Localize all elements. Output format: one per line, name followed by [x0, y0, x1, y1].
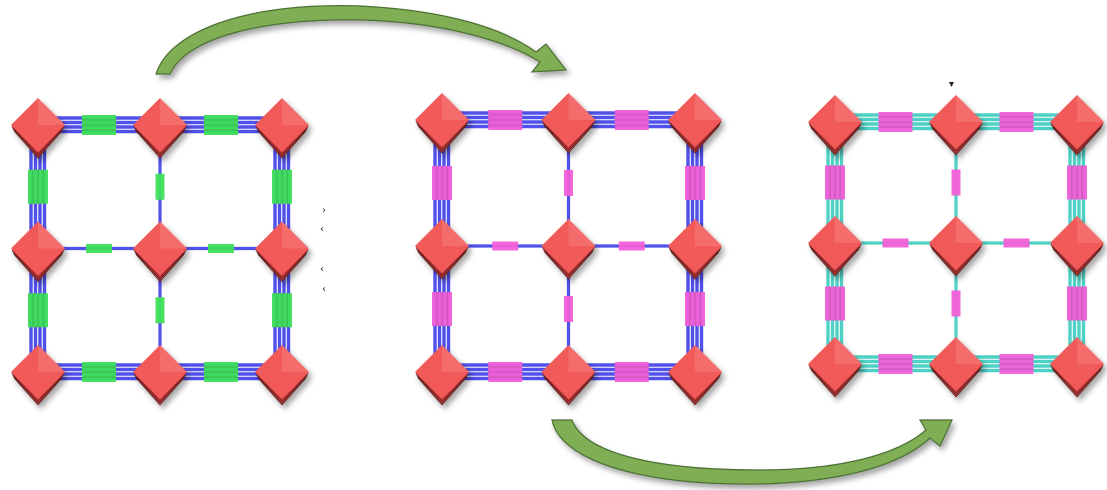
linker-inner-left — [86, 244, 112, 253]
linker-left-lower — [432, 292, 452, 326]
node-r1-c2 — [133, 98, 187, 159]
node-r1-c1 — [808, 95, 862, 156]
node-r3-c2 — [133, 345, 187, 406]
linker-inner-left — [492, 241, 519, 251]
arrow-framework-1-to-2 — [155, 5, 568, 75]
linker-left-upper — [432, 166, 452, 200]
node-r2-c3 — [668, 219, 722, 280]
arrows — [155, 5, 953, 485]
node-r2-c2 — [133, 221, 187, 282]
node-r2-c2 — [929, 216, 983, 277]
svg-text:›: › — [322, 205, 326, 216]
framework-3 — [808, 95, 1104, 398]
linker-inner-right — [208, 244, 234, 253]
framework-1 — [11, 98, 309, 406]
node-r1-c3 — [668, 93, 722, 154]
linker-left-lower — [28, 293, 48, 328]
node-r1-c2 — [929, 95, 983, 156]
linker-right-lower — [1067, 286, 1087, 321]
linker-right-upper — [272, 169, 292, 204]
linker-bottom-right — [999, 354, 1034, 374]
linker-top-right — [204, 115, 238, 135]
node-r1-c3 — [1050, 95, 1104, 156]
node-r3-c2 — [541, 345, 596, 406]
linker-left-lower — [825, 286, 845, 321]
linker-bottom-right — [204, 362, 238, 382]
arrow-framework-2-to-3 — [551, 419, 953, 485]
node-r1-c2 — [541, 93, 596, 154]
linker-bottom-right — [614, 362, 649, 382]
linker-inner-left — [882, 238, 909, 248]
node-r1-c1 — [11, 98, 65, 159]
linker-top-left — [878, 112, 913, 132]
linker-right-lower — [685, 292, 705, 326]
linker-inner-lower — [951, 290, 961, 317]
frameworks — [11, 93, 1104, 406]
stray-marks: › ‹ ‹ ‹ — [320, 82, 954, 295]
linker-top-right — [999, 112, 1034, 132]
linker-bottom-left — [878, 354, 913, 374]
linker-right-lower — [272, 293, 292, 328]
framework-2 — [415, 93, 722, 406]
node-r3-c1 — [415, 345, 469, 406]
node-r2-c2 — [541, 219, 596, 280]
linker-left-upper — [28, 169, 48, 204]
linker-inner-upper — [564, 170, 573, 196]
linker-bottom-left — [488, 362, 523, 382]
svg-text:‹: ‹ — [322, 284, 326, 295]
linker-inner-upper — [155, 173, 165, 200]
node-r2-c3 — [1050, 216, 1104, 277]
node-r1-c3 — [255, 98, 309, 159]
linker-inner-upper — [951, 169, 961, 196]
node-r3-c3 — [1050, 337, 1104, 398]
linker-inner-lower — [564, 296, 573, 322]
node-r3-c3 — [255, 345, 309, 406]
linker-right-upper — [685, 166, 705, 200]
node-r3-c1 — [11, 345, 65, 406]
linker-inner-right — [618, 241, 645, 251]
node-r2-c1 — [415, 219, 469, 280]
linker-top-right — [614, 110, 649, 130]
node-r1-c1 — [415, 93, 469, 154]
linker-inner-right — [1003, 238, 1030, 248]
node-r2-c1 — [808, 216, 862, 277]
node-r3-c1 — [808, 337, 862, 398]
node-r3-c3 — [668, 345, 722, 406]
node-r2-c1 — [11, 221, 65, 282]
linker-inner-lower — [155, 297, 165, 324]
linker-top-left — [488, 110, 523, 130]
linker-right-upper — [1067, 165, 1087, 200]
svg-text:‹: ‹ — [320, 224, 324, 235]
linker-top-left — [82, 115, 116, 135]
svg-text:‹: ‹ — [320, 264, 324, 275]
linker-left-upper — [825, 165, 845, 200]
node-r2-c3 — [255, 221, 309, 282]
node-r3-c2 — [929, 337, 983, 398]
linker-bottom-left — [82, 362, 116, 382]
